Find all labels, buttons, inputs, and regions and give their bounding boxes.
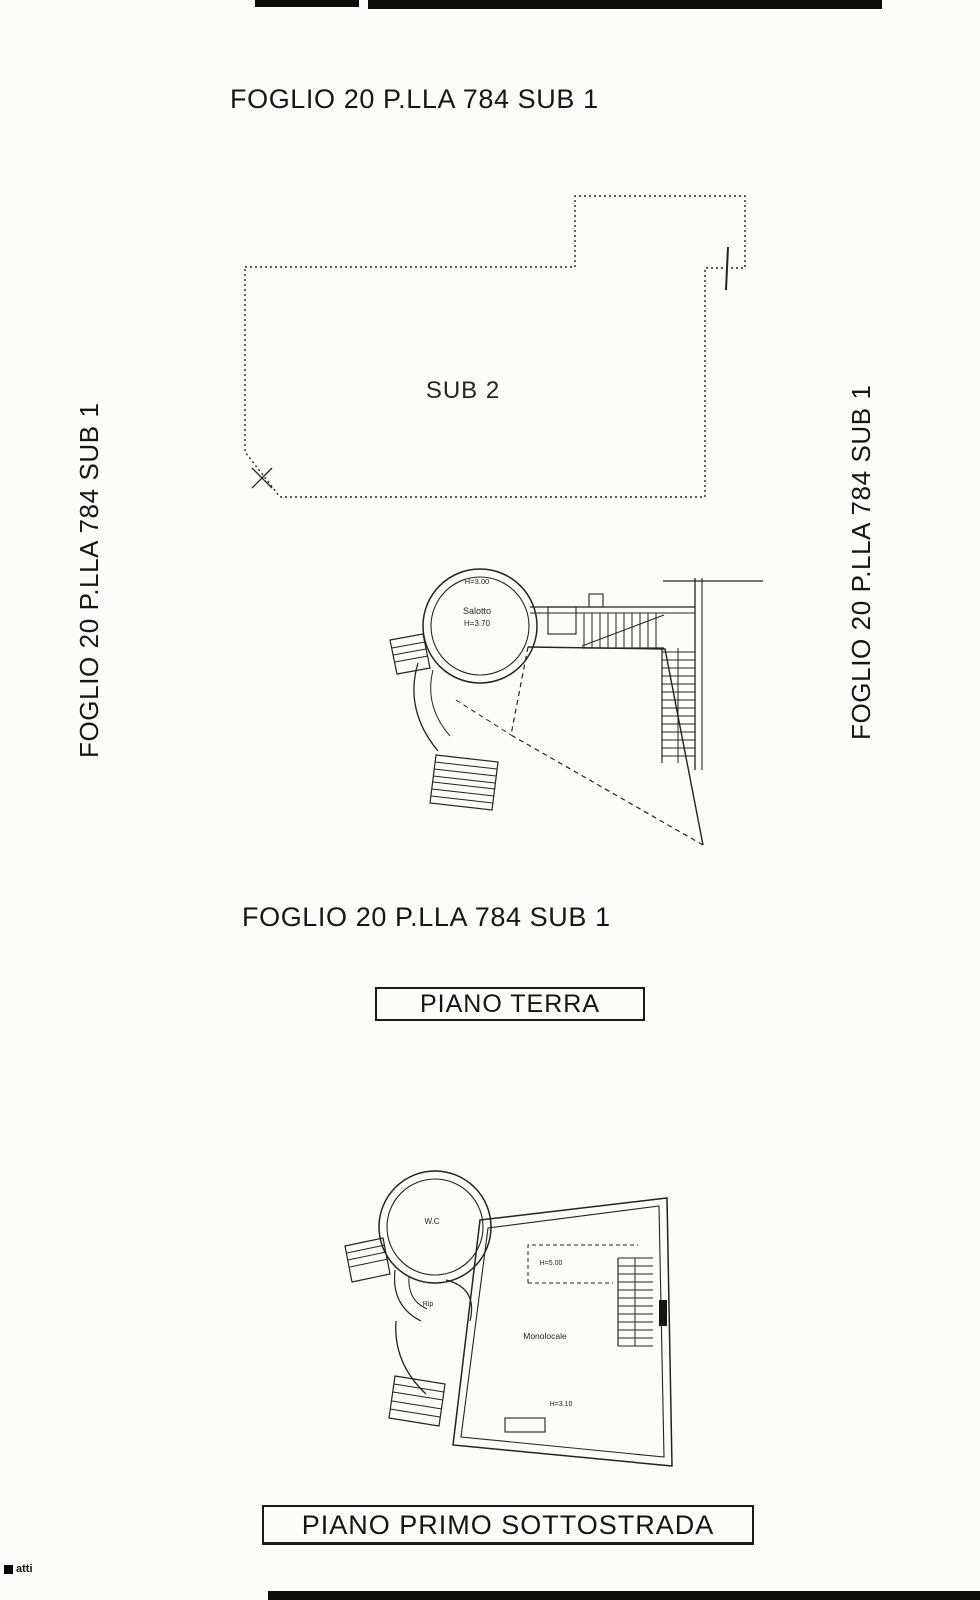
ceiling-height-label: H=3.00 bbox=[465, 577, 489, 586]
sub2-dashed-boundary bbox=[244, 195, 746, 498]
wc-label: W.C bbox=[424, 1217, 439, 1226]
scan-corner-note-text: atti bbox=[16, 1563, 33, 1575]
height-lower-label: H=3.10 bbox=[550, 1401, 573, 1408]
wall-opening-marker bbox=[659, 1300, 667, 1326]
page-title-top: FOGLIO 20 P.LLA 784 SUB 1 bbox=[230, 84, 599, 114]
room-name-label: Salotto bbox=[463, 606, 491, 616]
sub2-parcel-drawing: SUB 2 bbox=[244, 195, 746, 498]
scan-ink-blob bbox=[4, 1564, 13, 1574]
basement-floor-plan-drawing: W.C Rip bbox=[344, 1170, 673, 1467]
scan-edge-artifact-top-left bbox=[255, 0, 359, 7]
side-label-left: FOGLIO 20 P.LLA 784 SUB 1 bbox=[74, 402, 104, 758]
storage-room-rip: Rip bbox=[393, 1269, 473, 1322]
staircase-top-left bbox=[344, 1237, 391, 1283]
sub2-tick-mark bbox=[725, 246, 729, 291]
round-room-salotto: H=3.00 Salotto H=3.70 bbox=[422, 568, 538, 684]
floor-label-piano-terra: PIANO TERRA bbox=[375, 987, 645, 1021]
tilted-terrace-outline bbox=[455, 646, 704, 846]
ground-floor-plan-drawing: H=3.00 Salotto H=3.70 bbox=[389, 568, 763, 846]
side-label-right: FOGLIO 20 P.LLA 784 SUB 1 bbox=[846, 384, 876, 740]
floor-label-piano-primo-text: PIANO PRIMO SOTTOSTRADA bbox=[301, 1510, 715, 1540]
round-room-wc: W.C bbox=[378, 1170, 492, 1284]
scan-edge-artifact-top-right bbox=[368, 0, 882, 9]
staircase-right bbox=[617, 1257, 653, 1347]
curved-wall-lower bbox=[395, 1320, 427, 1395]
floor-label-piano-terra-text: PIANO TERRA bbox=[419, 990, 601, 1018]
main-room-monolocale: H=5.00 Monolocale H=3.10 bbox=[452, 1197, 673, 1467]
floor-label-piano-primo-sottostrada: PIANO PRIMO SOTTOSTRADA bbox=[262, 1505, 754, 1545]
scan-edge-artifact-bottom bbox=[268, 1591, 980, 1600]
room-height-label: H=3.70 bbox=[464, 619, 491, 628]
staircase-top bbox=[581, 613, 665, 649]
staircase-bottom-left bbox=[388, 1375, 446, 1427]
rip-label: Rip bbox=[423, 1301, 434, 1308]
staircase-right bbox=[661, 648, 695, 763]
monolocale-label: Monolocale bbox=[523, 1331, 567, 1341]
page-title-middle: FOGLIO 20 P.LLA 784 SUB 1 bbox=[242, 902, 611, 932]
staircase-bottom-left bbox=[429, 754, 499, 811]
right-wing-walls bbox=[530, 578, 763, 770]
staircase-left-small bbox=[389, 633, 431, 675]
curved-wall-arcs bbox=[413, 662, 451, 752]
sub2-corner-x-mark bbox=[251, 467, 273, 489]
sub2-label: SUB 2 bbox=[426, 377, 500, 404]
scan-corner-note: atti bbox=[4, 1563, 33, 1575]
height-upper-label: H=5.00 bbox=[540, 1260, 563, 1267]
